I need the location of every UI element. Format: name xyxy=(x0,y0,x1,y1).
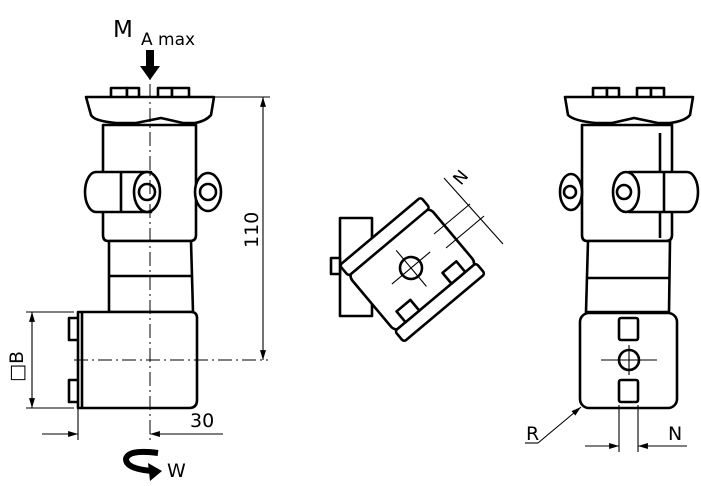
moment-subscript: A max xyxy=(141,30,195,50)
rotation-label: W xyxy=(167,460,186,482)
side-view: R N xyxy=(525,86,700,452)
square-dimension: □B xyxy=(6,351,28,382)
slot-width-label: N xyxy=(668,423,682,445)
offset-dimension: 30 xyxy=(190,410,214,432)
gripper-block xyxy=(76,310,199,410)
port-icon xyxy=(137,182,157,202)
length-dimension: 110 xyxy=(241,212,263,248)
flange xyxy=(563,95,695,125)
radius-label: R xyxy=(526,423,539,445)
moment-label: M xyxy=(113,17,133,43)
rotation-arrow-icon xyxy=(122,448,159,474)
front-view: M A max 110 □B 30 xyxy=(6,17,270,482)
top-view: N xyxy=(329,167,504,342)
port-icon xyxy=(615,183,633,201)
slot-width-label: N xyxy=(450,167,473,190)
